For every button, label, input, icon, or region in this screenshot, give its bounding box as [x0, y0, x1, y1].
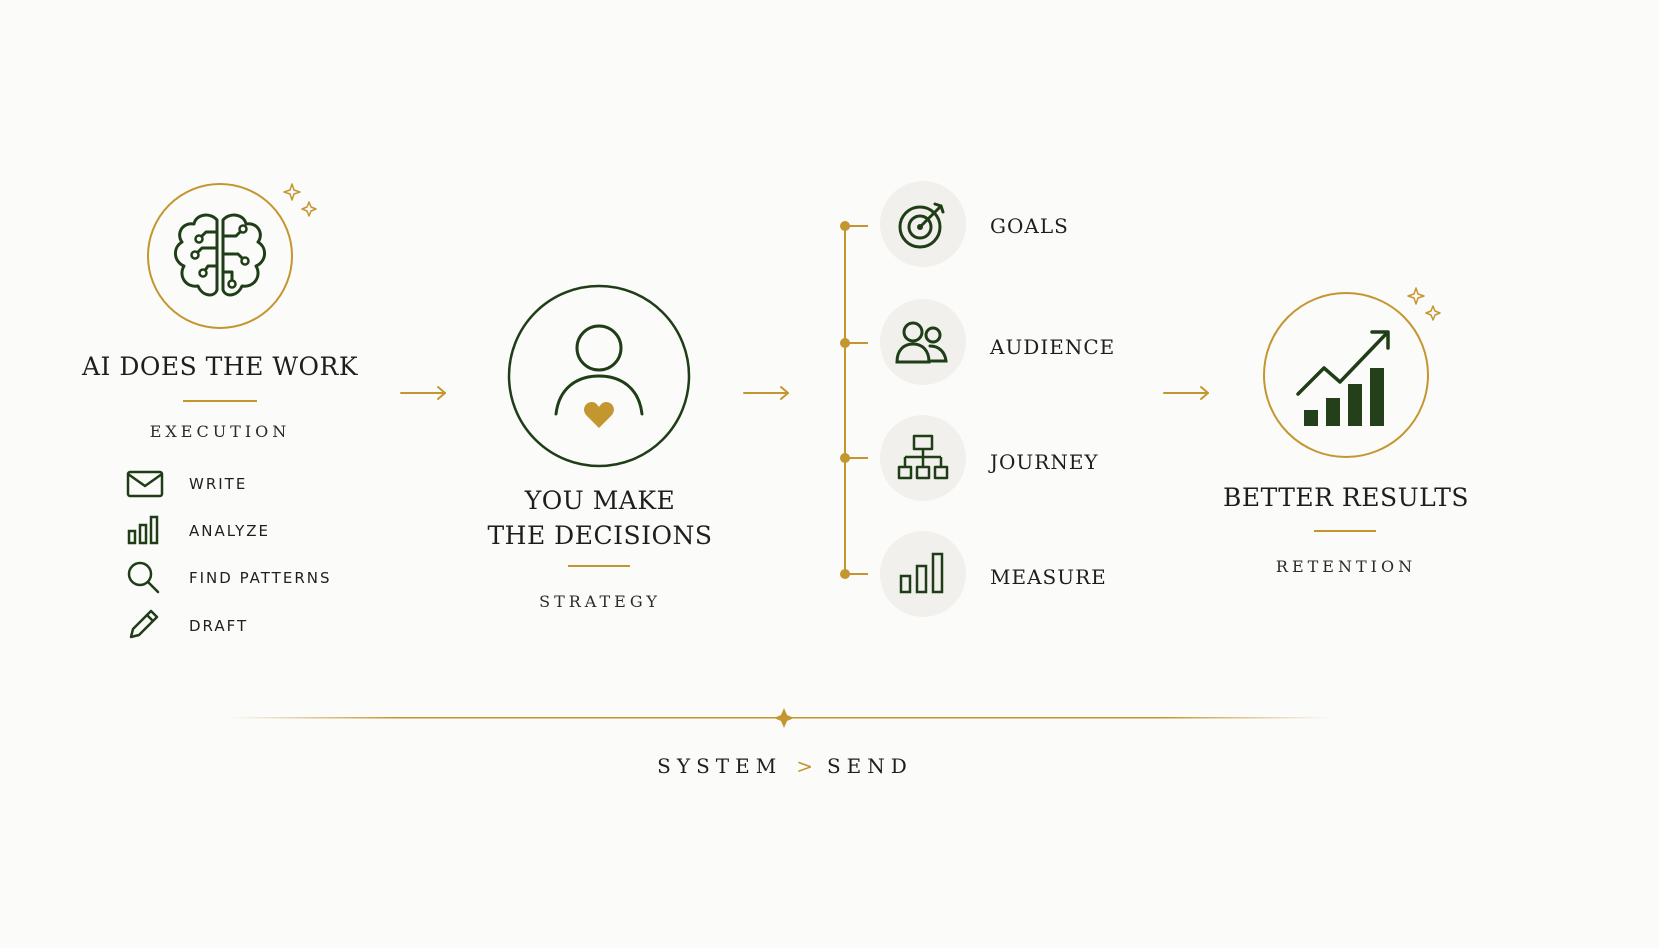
stage-you-title-line1: YOU MAKE: [524, 486, 676, 515]
step-measure: MEASURE: [990, 565, 1107, 589]
audience-icon: [880, 299, 966, 385]
footer-left: SYSTEM: [657, 754, 783, 778]
growth-chart-icon: [1263, 287, 1441, 458]
stage-results-title: BETTER RESULTS: [1222, 483, 1470, 512]
arrow-right-icon: [1163, 386, 1209, 400]
arrow-right-icon: [743, 386, 789, 400]
bar-chart-icon: [127, 515, 159, 545]
stage-results-divider: [1314, 530, 1376, 532]
stage-you-divider: [568, 565, 630, 567]
task-write: WRITE: [189, 475, 248, 493]
target-icon: [880, 181, 966, 267]
arrow-right-icon: [400, 386, 446, 400]
stage-you-title-line2: THE DECISIONS: [487, 521, 713, 550]
stage-results-subtitle: RETENTION: [1275, 557, 1417, 576]
magnifier-icon: [127, 561, 160, 594]
stage-you-subtitle: STRATEGY: [539, 592, 661, 611]
stage-ai-title: AI DOES THE WORK: [81, 352, 359, 381]
footer-right: SEND: [826, 754, 913, 778]
stage-ai-divider: [183, 400, 257, 402]
step-audience: AUDIENCE: [990, 335, 1116, 359]
brain-circuit-icon: [147, 183, 317, 329]
person-heart-icon: [507, 284, 691, 468]
footer-separator: >: [796, 754, 813, 778]
envelope-icon: [126, 470, 164, 498]
pencil-icon: [129, 609, 159, 639]
task-analyze: ANALYZE: [189, 522, 271, 540]
flowchart-icon: [880, 415, 966, 501]
step-journey: JOURNEY: [990, 450, 1099, 474]
task-draft: DRAFT: [189, 617, 249, 635]
task-find-patterns: FIND PATTERNS: [189, 569, 332, 587]
footer-tagline: SYSTEM > SEND: [0, 754, 1570, 778]
timeline: [840, 221, 868, 579]
step-goals: GOALS: [990, 214, 1069, 238]
footer-divider: [230, 708, 1330, 728]
stage-ai-subtitle: EXECUTION: [149, 422, 291, 441]
bar-chart-icon: [880, 531, 966, 617]
